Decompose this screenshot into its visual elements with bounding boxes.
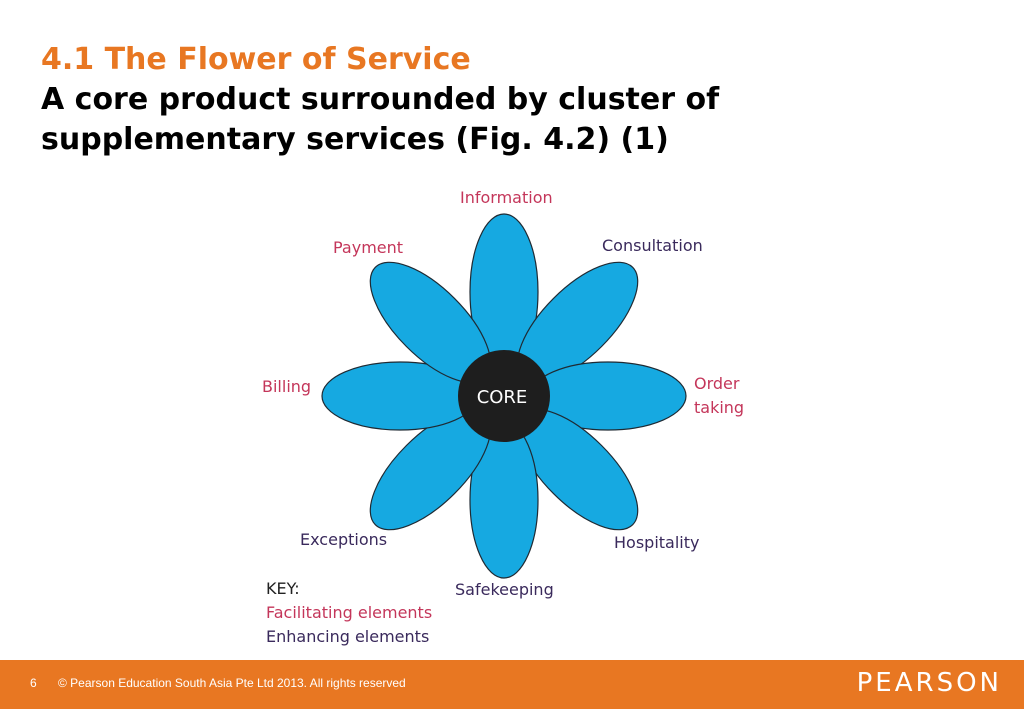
label-exceptions: Exceptions [300,530,387,549]
label-hospitality: Hospitality [614,533,699,552]
slide-number: 6 [30,676,37,690]
label-information: Information [460,188,553,207]
core-label: CORE [477,387,528,408]
slide-subtitle-line-2: supplementary services (Fig. 4.2) (1) [41,122,669,157]
key-title: KEY: [266,579,300,598]
copyright-text: © Pearson Education South Asia Pte Ltd 2… [58,676,406,690]
label-taking: taking [694,398,744,417]
petals-group [321,213,687,579]
label-consultation: Consultation [602,236,703,255]
core-group: CORE [458,350,550,442]
petal-labels: Information Consultation Order taking Ho… [262,188,744,599]
key-legend: KEY: Facilitating elements Enhancing ele… [266,579,432,646]
key-enhancing: Enhancing elements [266,627,429,646]
key-facilitating: Facilitating elements [266,603,432,622]
slide-title: 4.1 The Flower of Service [41,42,471,77]
label-billing: Billing [262,377,311,396]
label-safekeeping: Safekeeping [455,580,554,599]
core-circle [458,350,550,442]
label-order: Order [694,374,740,393]
label-payment: Payment [333,238,403,257]
footer-bar: 6 © Pearson Education South Asia Pte Ltd… [0,660,1024,709]
flower-of-service-diagram: CORE Information Consultation Order taki… [262,188,744,646]
slide-subtitle-line-1: A core product surrounded by cluster of [41,82,720,117]
slide-title-block: 4.1 The Flower of Service A core product… [41,40,941,160]
pearson-logo: PEARSON [856,668,1002,698]
